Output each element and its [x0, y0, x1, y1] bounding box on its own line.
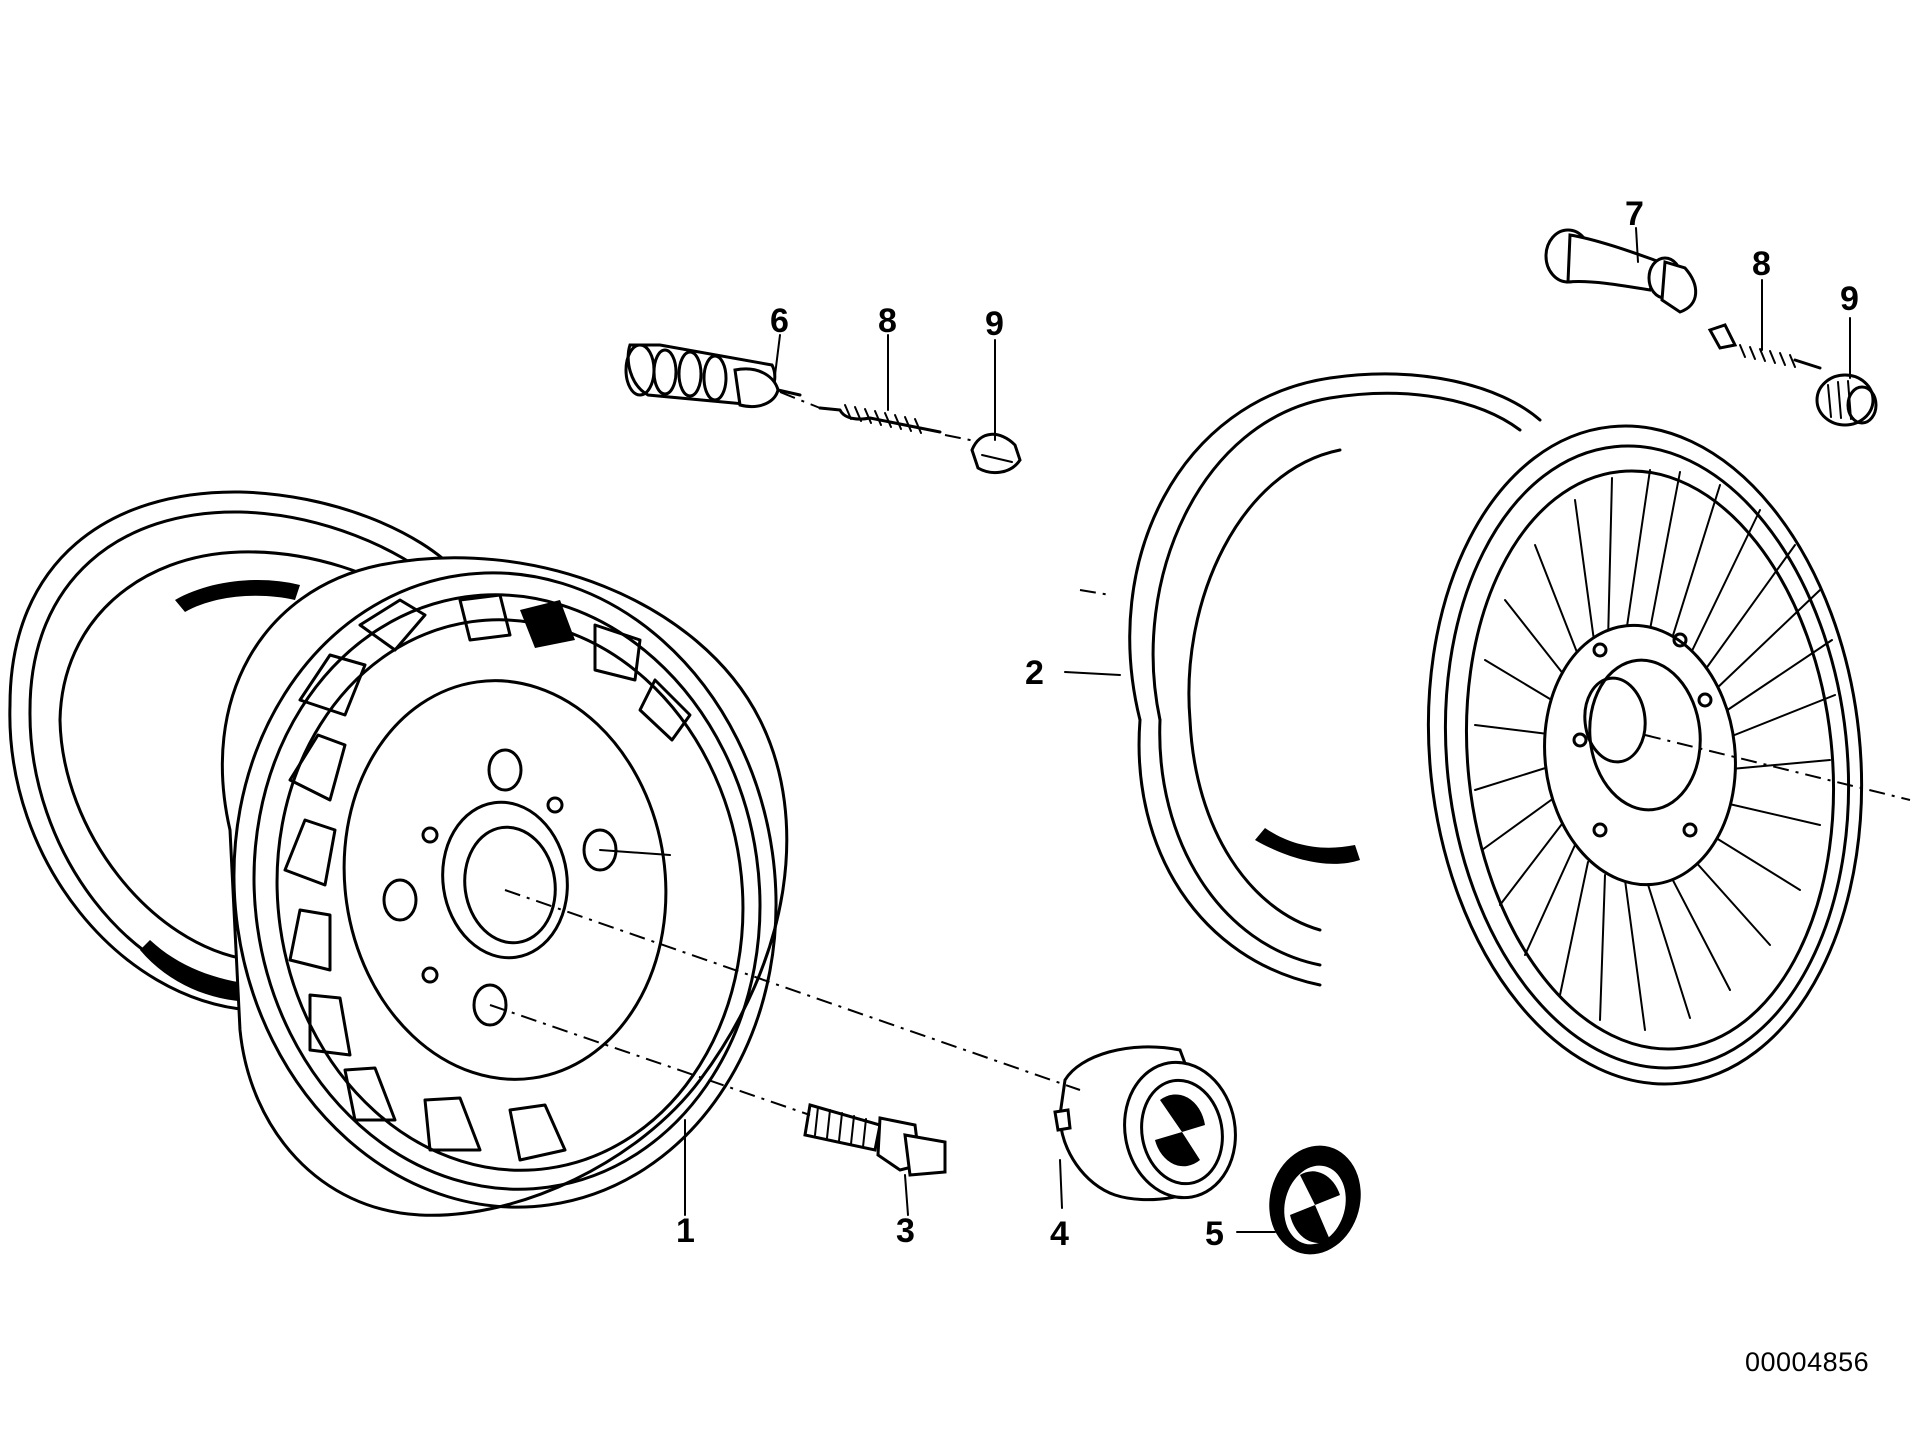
part-label-5: 5 — [1205, 1215, 1224, 1253]
part-label-1: 1 — [676, 1212, 695, 1250]
leader-lines — [489, 227, 1911, 1233]
light-alloy-rim-right — [1128, 372, 1864, 1086]
part-label-6: 6 — [770, 302, 789, 340]
wheel-bolt — [803, 1103, 947, 1177]
valve-core-right — [1707, 323, 1822, 370]
part-label-4: 4 — [1050, 1215, 1069, 1253]
part-label-9-left: 9 — [985, 305, 1004, 343]
part-label-8-right: 8 — [1752, 245, 1771, 283]
bmw-emblem — [1269, 1145, 1361, 1255]
part-label-3: 3 — [896, 1212, 915, 1250]
valve-assembly-left — [624, 343, 802, 408]
part-label-9-right: 9 — [1840, 280, 1859, 318]
diagram-reference-number: 00004856 — [1745, 1347, 1870, 1377]
valve-cap-left — [970, 432, 1022, 474]
part-label-8-left: 8 — [878, 302, 897, 340]
part-label-7: 7 — [1625, 195, 1644, 233]
hub-cap — [1053, 1045, 1237, 1202]
light-alloy-rim-left — [8, 490, 789, 1217]
valve-assembly-right — [1544, 228, 1698, 314]
part-label-2: 2 — [1025, 654, 1044, 692]
valve-core-left — [779, 391, 981, 443]
valve-cap-right — [1815, 373, 1878, 427]
